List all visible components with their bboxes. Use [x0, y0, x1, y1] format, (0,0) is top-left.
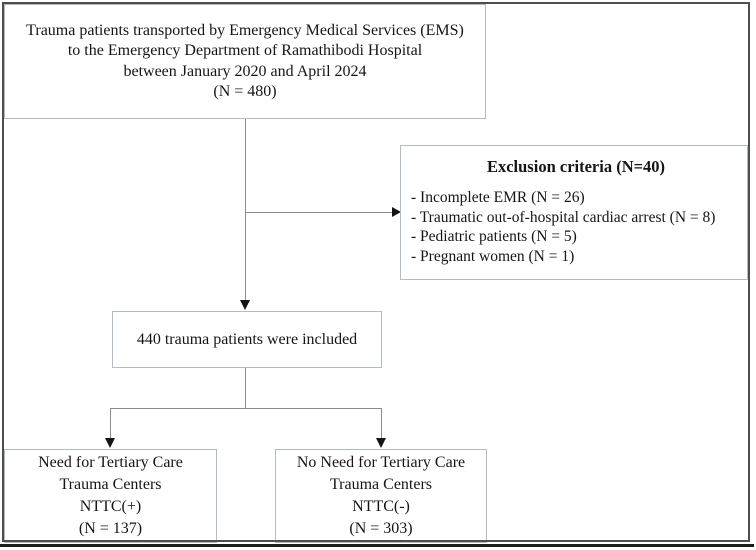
bottom-rule	[0, 544, 754, 547]
nttc-positive-line: NTTC(+)	[79, 498, 142, 515]
nttc-negative-line: No Need for Tertiary Care	[296, 454, 466, 471]
exclusion-title: Exclusion criteria (N=40)	[486, 157, 666, 176]
exclusion-item: - Incomplete EMR (N = 26)	[411, 189, 585, 206]
population-box: Trauma patients transported by Emergency…	[4, 4, 486, 119]
exclusion-item: - Pregnant women (N = 1)	[411, 247, 575, 265]
exclusion-box: Exclusion criteria (N=40) - Incomplete E…	[400, 145, 748, 280]
nttc-negative-line: Trauma Centers	[329, 476, 433, 493]
included-text: 440 trauma patients were included	[136, 330, 358, 348]
exclusion-item: - Pediatric patients (N = 5)	[411, 228, 577, 246]
exclusion-items: - Incomplete EMR (N = 26) - Traumatic ou…	[411, 188, 741, 266]
connector-branch-right	[381, 409, 382, 439]
arrow-down-icon	[376, 438, 386, 448]
exclusion-item: - Traumatic out-of-hospital cardiac arre…	[411, 208, 716, 226]
connector-top-to-included	[245, 119, 246, 301]
connector-included-to-branch	[245, 368, 246, 408]
nttc-positive-line: Need for Tertiary Care	[38, 454, 183, 471]
nttc-positive-line: (N = 137)	[78, 520, 143, 537]
population-line: to the Emergency Department of Ramathibo…	[67, 42, 423, 59]
nttc-positive-line: Trauma Centers	[59, 476, 162, 493]
nttc-positive-box: Need for Tertiary Care Trauma Centers NT…	[4, 449, 217, 543]
arrow-down-icon	[105, 438, 115, 448]
nttc-negative-box: No Need for Tertiary Care Trauma Centers…	[275, 449, 487, 543]
arrow-down-icon	[240, 300, 250, 310]
nttc-negative-line: (N = 303)	[349, 520, 413, 537]
population-line: between January 2020 and April 2024	[123, 62, 367, 80]
connector-branch-horizontal	[110, 408, 382, 409]
population-line: (N = 480)	[213, 83, 277, 100]
connector-to-exclusion	[246, 212, 392, 213]
population-line: Trauma patients transported by Emergency…	[26, 21, 464, 39]
connector-branch-left	[110, 409, 111, 439]
nttc-negative-line: NTTC(-)	[352, 498, 410, 515]
included-box: 440 trauma patients were included	[112, 311, 382, 368]
arrow-right-icon	[392, 207, 401, 217]
